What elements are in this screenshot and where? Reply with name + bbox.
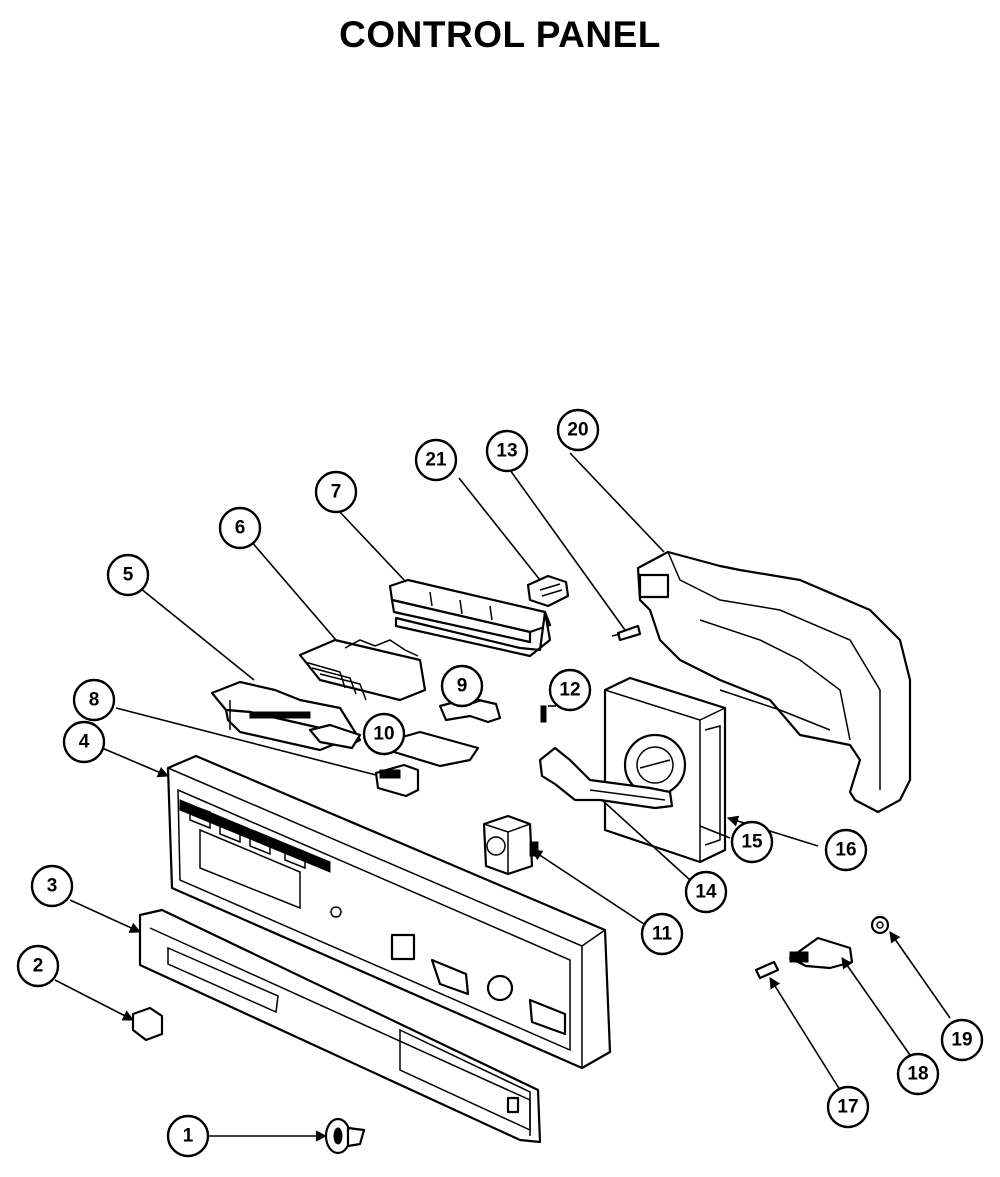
- part-1-knob: [324, 1117, 366, 1155]
- part-13-screw: [611, 624, 642, 642]
- callout-label: 21: [425, 450, 447, 471]
- callout-20: 20: [556, 408, 600, 452]
- callout-label: 5: [123, 565, 134, 586]
- part-8-bracket-strip: [308, 723, 362, 750]
- callout-label: 1: [183, 1126, 194, 1147]
- callout-16: 16: [824, 828, 868, 872]
- part-19-nut: [870, 915, 890, 935]
- callout-3: 3: [30, 864, 74, 908]
- part-switch-block: [374, 763, 420, 798]
- callout-8: 8: [72, 678, 116, 722]
- callout-12: 12: [548, 668, 592, 712]
- callout-15: 15: [730, 820, 774, 864]
- callout-2: 2: [16, 944, 60, 988]
- part-21-clip: [526, 574, 570, 608]
- callout-label: 14: [695, 882, 717, 903]
- callout-label: 2: [33, 956, 44, 977]
- callout-label: 12: [559, 680, 580, 701]
- callout-label: 18: [907, 1064, 928, 1085]
- callout-label: 4: [79, 732, 90, 753]
- callout-label: 15: [741, 832, 763, 853]
- part-12-pin: [540, 705, 547, 723]
- part-20-housing-cover: [636, 550, 912, 814]
- callout-9: 9: [440, 664, 484, 708]
- callout-label: 11: [652, 924, 673, 945]
- leader-lines: [54, 452, 951, 1142]
- callout-4: 4: [62, 720, 106, 764]
- callout-21: 21: [414, 438, 458, 482]
- callout-7: 7: [314, 470, 358, 514]
- callout-label: 9: [457, 676, 468, 697]
- part-14-harness: [538, 746, 674, 810]
- callout-5: 5: [106, 553, 150, 597]
- part-16-timer: [603, 676, 727, 864]
- part-6-bracket: [298, 638, 427, 702]
- part-11-switch: [482, 814, 539, 876]
- callout-6: 6: [218, 506, 262, 550]
- callout-label: 8: [89, 690, 100, 711]
- callout-label: 16: [835, 840, 856, 861]
- diagram-title: CONTROL PANEL: [339, 14, 661, 55]
- callout-1: 1: [166, 1114, 210, 1158]
- part-3-front-panel: [138, 908, 542, 1144]
- callout-13: 13: [485, 429, 529, 473]
- callout-11: 11: [640, 912, 684, 956]
- callout-label: 20: [567, 420, 588, 441]
- callout-label: 13: [496, 441, 517, 462]
- callout-label: 7: [331, 482, 342, 503]
- part-4-control-panel: [166, 754, 612, 1070]
- callout-14: 14: [684, 870, 728, 914]
- callout-label: 17: [837, 1097, 858, 1118]
- callout-label: 3: [47, 876, 58, 897]
- part-17-sleeve: [754, 960, 780, 980]
- callout-label: 10: [373, 724, 394, 745]
- callout-18: 18: [896, 1052, 940, 1096]
- part-7-circuit-board: [388, 578, 552, 658]
- callout-10: 10: [362, 712, 406, 756]
- callout-label: 19: [951, 1030, 972, 1051]
- part-18-connector: [788, 936, 854, 970]
- callout-label: 6: [235, 518, 246, 539]
- callout-19: 19: [940, 1018, 984, 1062]
- part-2-clip: [131, 1006, 164, 1042]
- callout-17: 17: [826, 1085, 870, 1129]
